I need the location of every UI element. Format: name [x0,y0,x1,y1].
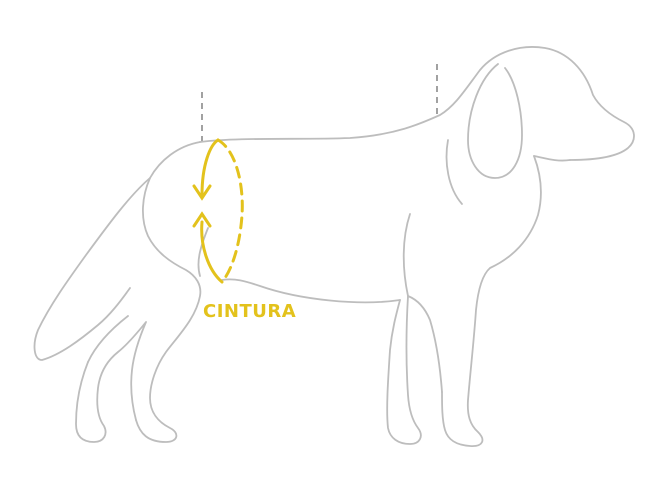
dog-snout [533,155,571,162]
dog-rear-thigh [135,141,202,443]
waist-loop-front [200,138,220,197]
dog-rear-leg [75,321,147,443]
dog-belly [221,278,401,304]
waist-loop-back [216,138,244,284]
dog-hind-inner [87,315,129,363]
dog-ear [467,63,523,179]
arrow-up-icon [192,211,212,228]
measurement-label-cintura: CINTURA [203,301,297,322]
dog-chest-inner [402,213,411,297]
dog-chest [441,155,542,447]
dog-neck-fold [445,139,463,205]
arrow-down-icon [192,184,212,201]
dog-back-line [199,46,635,161]
waist-measure-loop [192,138,244,284]
dog-front-leg-inner [386,295,443,445]
dog-tail [33,177,151,361]
waist-loop-front-lower [200,220,224,284]
dog-thigh-line [197,227,209,277]
